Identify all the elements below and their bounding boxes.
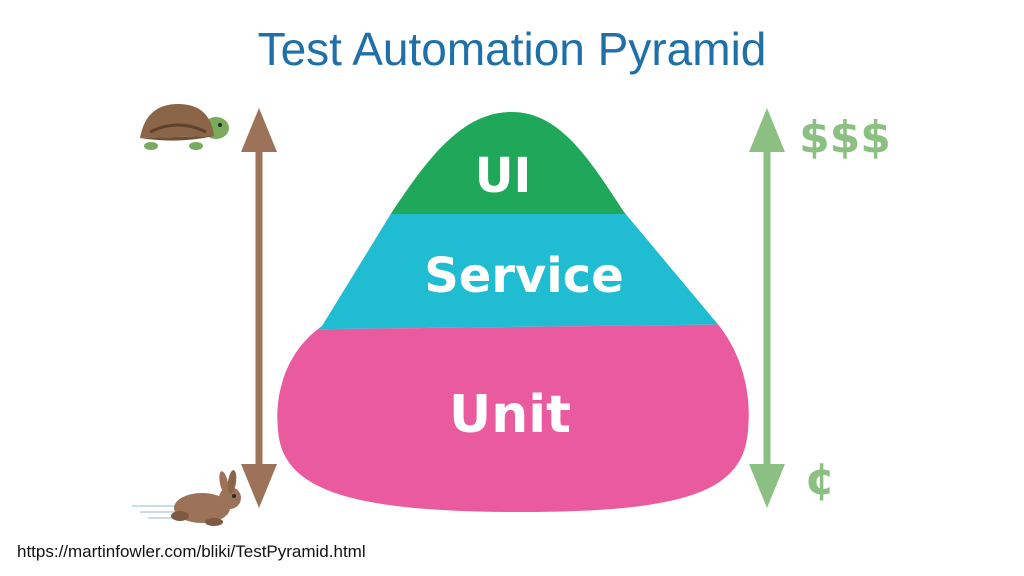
page-title: Test Automation Pyramid	[257, 23, 767, 75]
unit-layer-label: Unit	[449, 385, 571, 445]
rabbit-icon	[132, 470, 241, 526]
ui-layer-label: UI	[475, 148, 532, 204]
cost-arrow	[749, 108, 785, 508]
service-layer-label: Service	[424, 248, 624, 304]
unit-layer	[277, 324, 749, 512]
low-cost-label: ¢	[805, 454, 836, 505]
arrow-up-icon	[241, 108, 277, 152]
high-cost-label: $$$	[799, 112, 891, 163]
arrow-up-icon	[749, 108, 785, 152]
arrow-down-icon	[749, 464, 785, 508]
source-link[interactable]: https://martinfowler.com/bliki/TestPyram…	[17, 542, 366, 561]
service-layer	[277, 214, 749, 330]
speed-arrow	[241, 108, 277, 508]
arrow-down-icon	[241, 464, 277, 508]
turtle-icon	[140, 104, 229, 150]
